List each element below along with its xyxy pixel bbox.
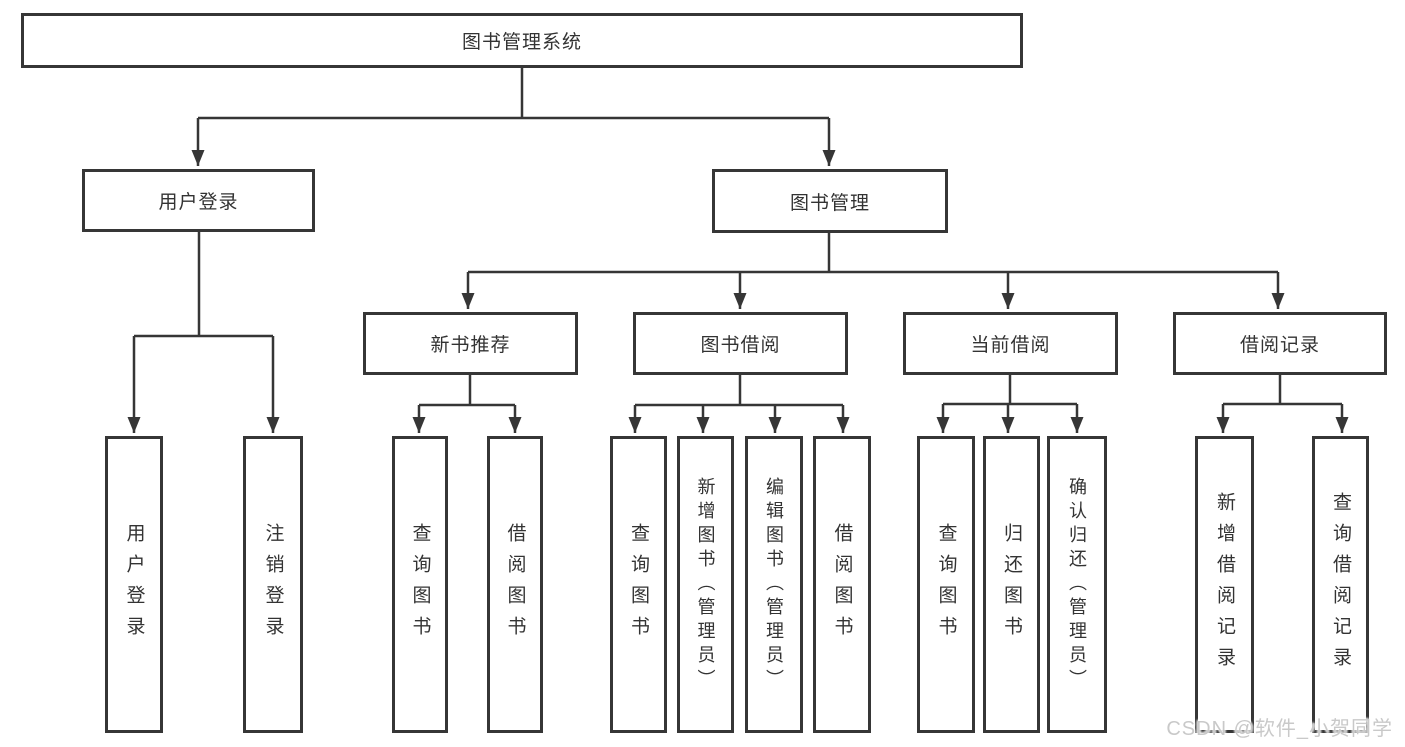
node-new-book-recommend-label: 新书推荐 [430,335,511,356]
leaf-borrow-books-recommend-label: 借阅图书 [504,522,526,647]
leaf-query-books-current: 查询图书 [917,436,975,733]
leaf-borrow-books-recommend: 借阅图书 [487,436,543,733]
leaf-logout-label: 注销登录 [262,522,284,647]
node-new-book-recommend: 新书推荐 [363,312,578,375]
leaf-return-books: 归还图书 [983,436,1040,733]
leaf-confirm-return-admin-label: 确认归还（管理员） [1067,476,1087,693]
leaf-add-books-admin-label: 新增图书（管理员） [695,476,716,693]
node-book-management-label: 图书管理 [789,192,870,214]
node-current-borrowing: 当前借阅 [903,312,1118,375]
node-user-login-group: 用户登录 [82,169,315,232]
leaf-return-books-label: 归还图书 [1001,522,1022,647]
leaf-borrow-books-label: 借阅图书 [831,522,853,647]
node-book-borrowing-label: 图书借阅 [700,335,781,356]
node-library-system-label: 图书管理系统 [461,32,582,53]
leaf-borrow-books: 借阅图书 [813,436,871,733]
leaf-query-borrow-record-label: 查询借阅记录 [1330,491,1351,678]
leaf-query-books-current-label: 查询图书 [935,522,957,647]
leaf-query-books-borrowing: 查询图书 [610,436,667,733]
node-current-borrowing-label: 当前借阅 [970,335,1051,356]
node-book-borrowing: 图书借阅 [633,312,848,375]
leaf-edit-books-admin: 编辑图书（管理员） [745,436,803,733]
leaf-user-login-label: 用户登录 [123,522,145,647]
leaf-user-login: 用户登录 [105,436,163,733]
leaf-confirm-return-admin: 确认归还（管理员） [1047,436,1107,733]
leaf-query-books-recommend: 查询图书 [392,436,448,733]
leaf-logout: 注销登录 [243,436,303,733]
leaf-add-books-admin: 新增图书（管理员） [677,436,734,733]
node-borrowing-records: 借阅记录 [1173,312,1387,375]
leaf-query-books-recommend-label: 查询图书 [409,522,431,647]
node-borrowing-records-label: 借阅记录 [1239,335,1320,356]
leaf-query-borrow-record: 查询借阅记录 [1312,436,1369,733]
node-library-system: 图书管理系统 [21,13,1023,68]
leaf-add-borrow-record: 新增借阅记录 [1195,436,1254,733]
leaf-query-books-borrowing-label: 查询图书 [628,522,649,647]
leaf-add-borrow-record-label: 新增借阅记录 [1214,491,1235,678]
leaf-edit-books-admin-label: 编辑图书（管理员） [764,476,784,693]
node-user-login-group-label: 用户登录 [158,192,239,213]
node-book-management: 图书管理 [712,169,948,233]
